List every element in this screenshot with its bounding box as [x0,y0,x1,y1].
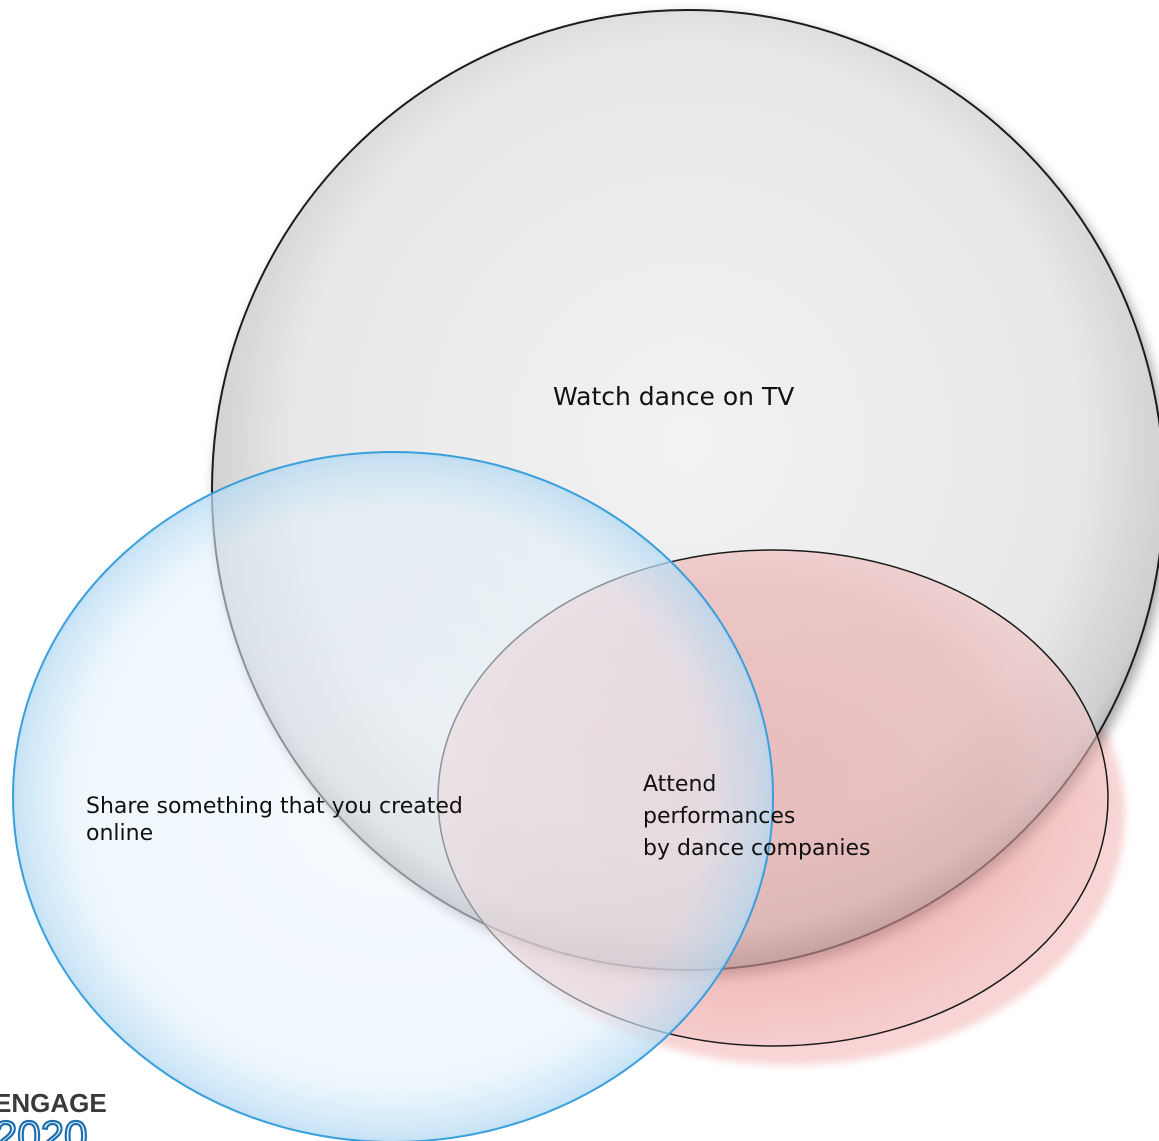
online-label-line-2: online [86,821,153,846]
logo-word: ENGAGE [0,1088,107,1118]
performances-label-line-1: Attend [643,772,716,797]
tv-label: Watch dance on TV [553,382,794,411]
logo-year: 2020 [0,1112,87,1141]
online-label-line-1: Share something that you created [86,794,463,819]
performances-label-line-3: by dance companies [643,836,870,861]
engage-2020-logo: ENGAGE 2020 [0,1088,107,1141]
performances-label-line-2: performances [643,804,795,829]
online-circle [12,451,774,1141]
